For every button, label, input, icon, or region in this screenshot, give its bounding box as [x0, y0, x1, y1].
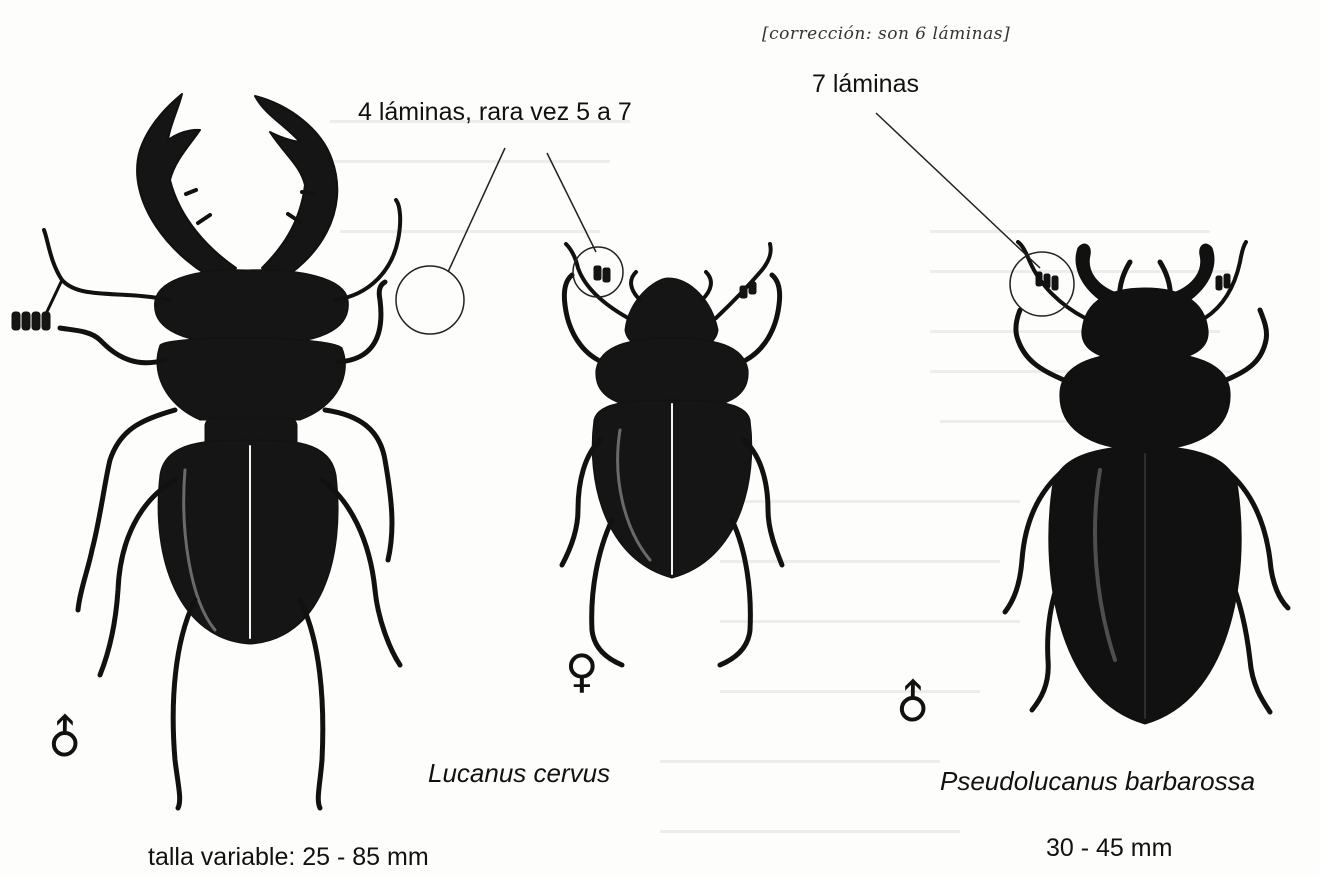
pseudolucanus-size-range: 30 - 45 mm	[1046, 834, 1172, 863]
handwritten-correction-note: [corrección: son 6 láminas]	[762, 24, 1010, 44]
leader-line-male-antenna	[448, 148, 505, 272]
pseudolucanus-species-name: Pseudolucanus barbarossa	[940, 766, 1255, 797]
lucanus-species-name: Lucanus cervus	[428, 758, 610, 789]
lucanus-antenna-callout: 4 láminas, rara vez 5 a 7	[358, 98, 632, 127]
lucanus-cervus-female-illustration	[562, 244, 782, 665]
callout-circles	[396, 247, 1074, 334]
callout-leaders	[448, 113, 1040, 272]
leader-line-pseudolucanus-antenna	[876, 113, 1040, 268]
pseudolucanus-antenna-callout: 7 láminas	[812, 70, 919, 99]
lucanus-size-range: talla variable: 25 - 85 mm	[148, 843, 429, 872]
lucanus-cervus-male-illustration	[12, 94, 400, 808]
pseudolucanus-barbarossa-illustration	[1005, 242, 1288, 724]
antenna-highlight-circle-male	[396, 266, 464, 334]
leader-line-female-antenna	[547, 153, 596, 252]
female-symbol-lucanus: ♀	[565, 648, 599, 694]
